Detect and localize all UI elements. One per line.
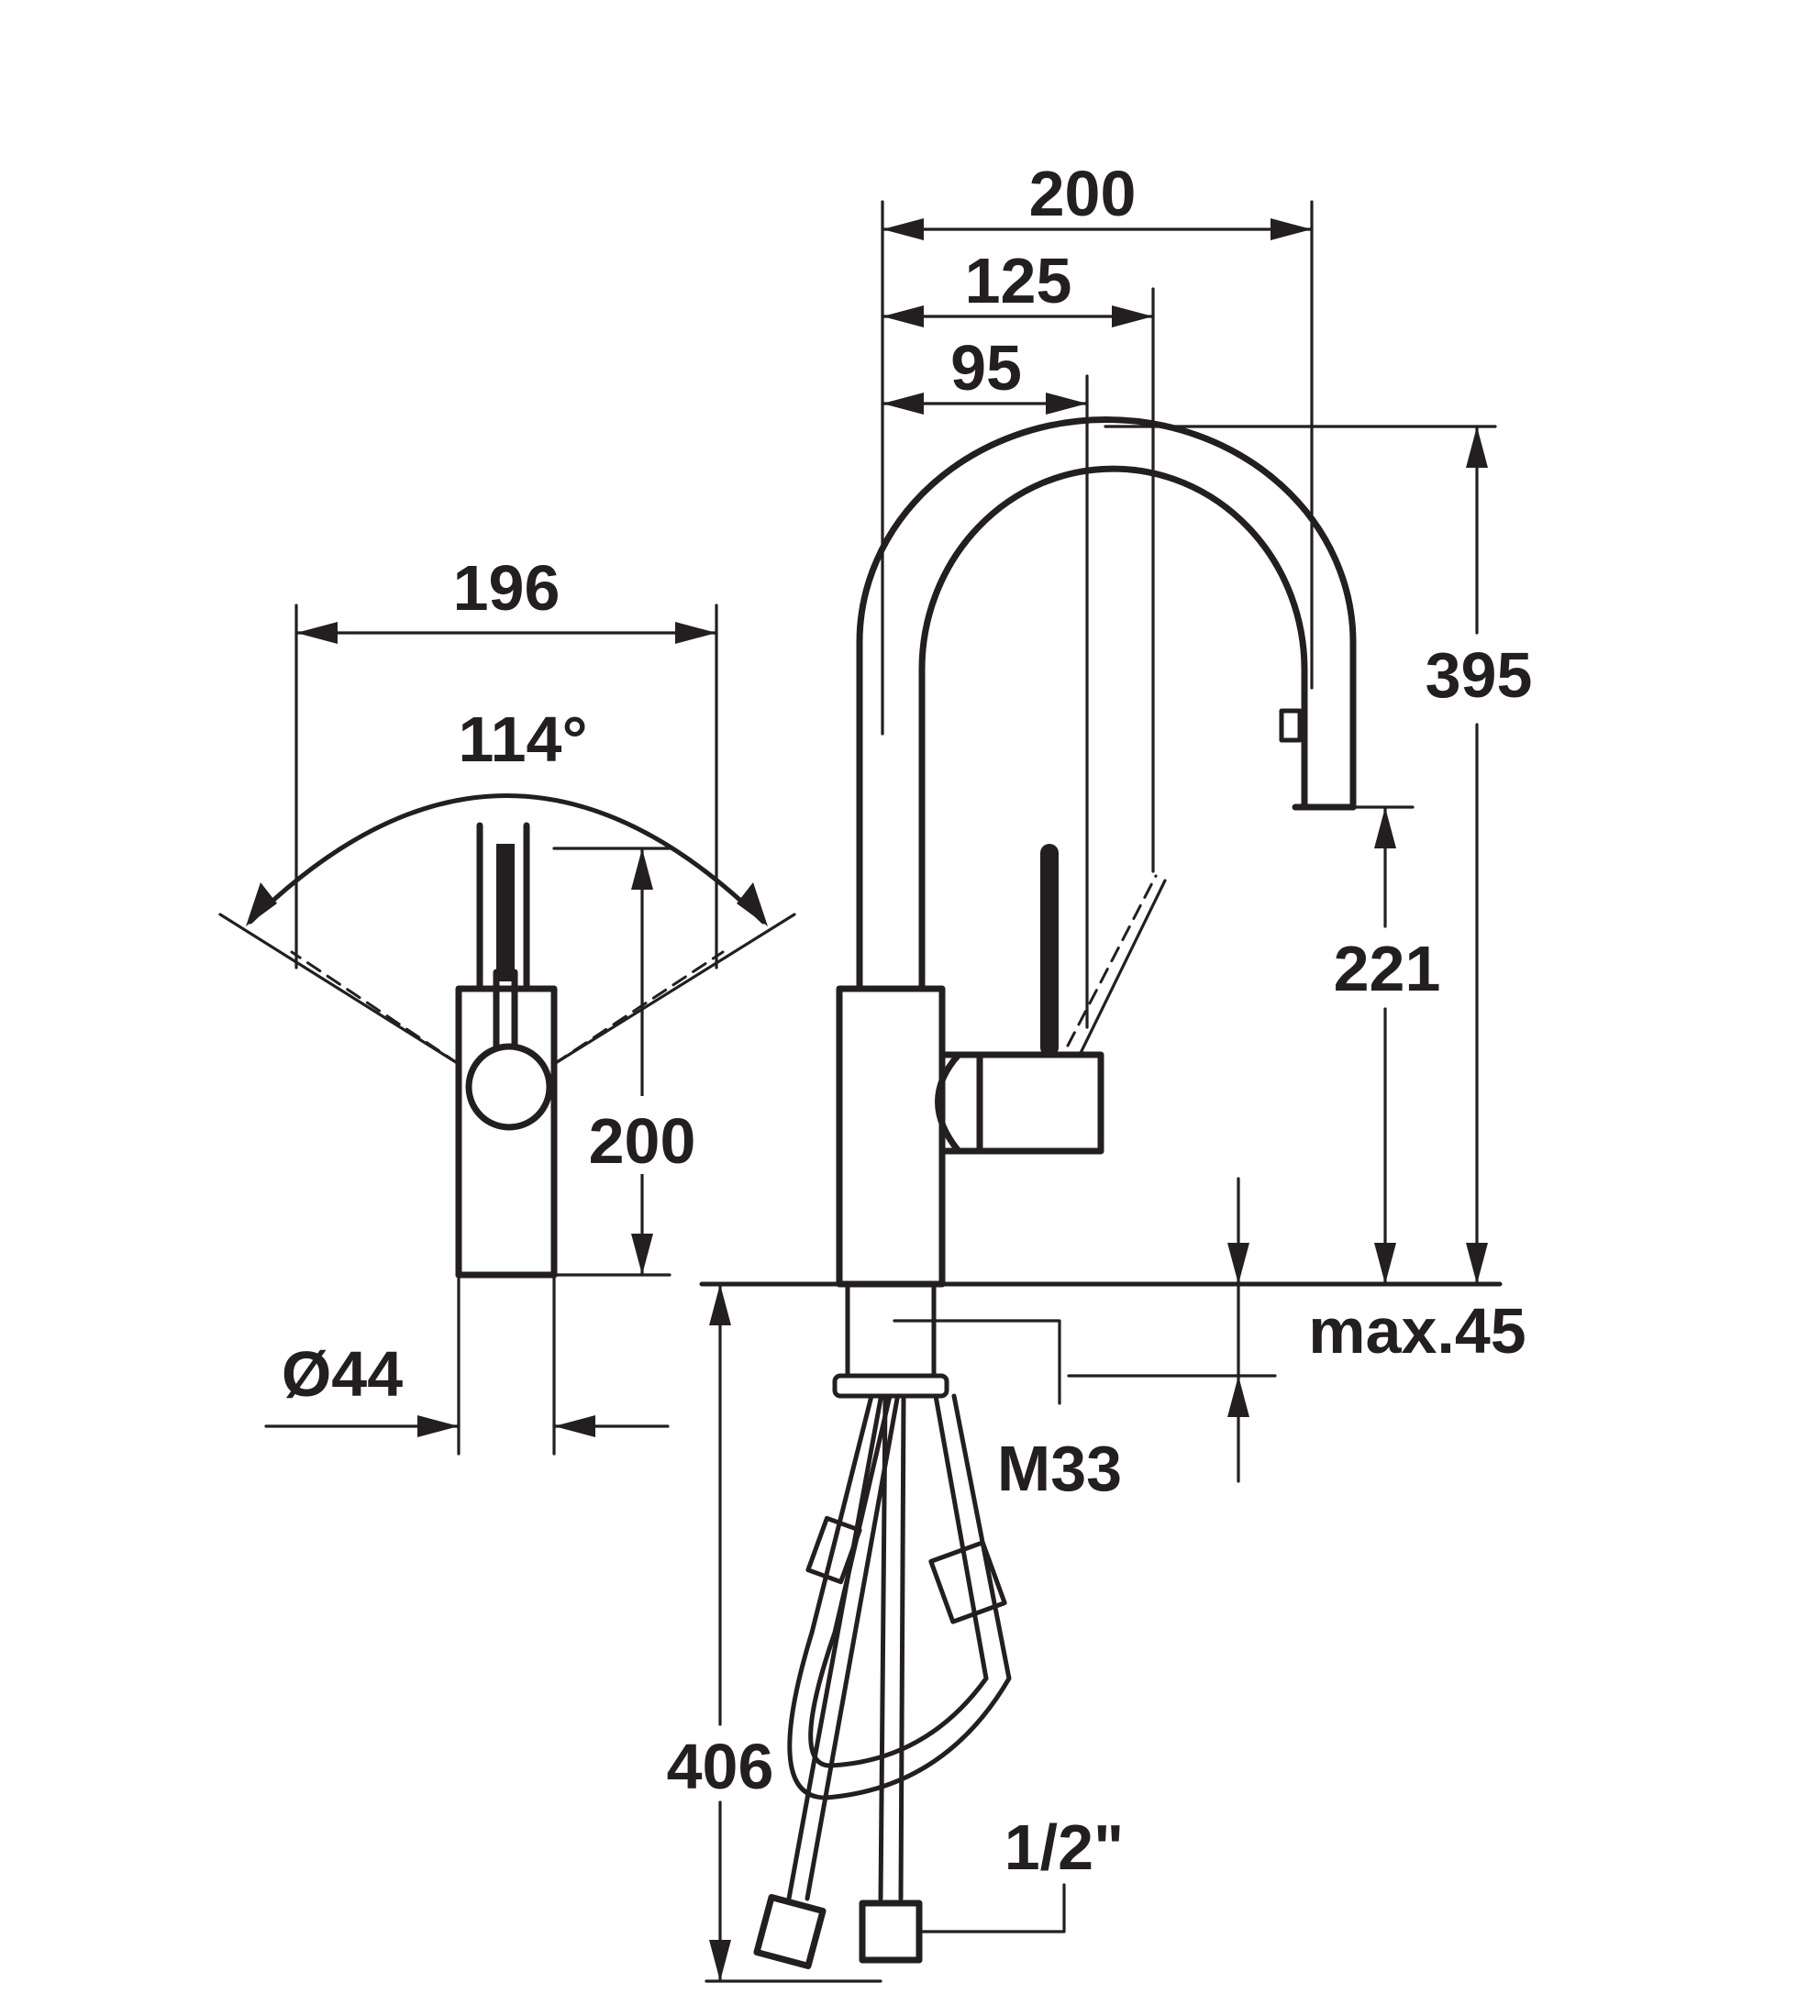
label-height-395: 395 <box>1426 639 1533 711</box>
supply-hose-right-inner <box>898 1396 906 1901</box>
spray-button <box>1279 708 1303 743</box>
dim395-arrow-top <box>1466 426 1488 468</box>
label-max-45: max.45 <box>1308 1295 1526 1367</box>
label-reach-125: 125 <box>965 245 1072 316</box>
swivel-ray-left <box>218 913 461 1066</box>
dim200v-arrow-top <box>631 848 653 890</box>
dim395-arrow-bottom <box>1466 1243 1488 1284</box>
pull-out-hose <box>787 1393 1012 1800</box>
hose-coupling-right <box>928 1540 1007 1624</box>
max45-arrow-bottom <box>1227 1376 1249 1417</box>
swivel-angle-arc <box>248 793 766 925</box>
side-lever-ghost-2 <box>1079 879 1167 1055</box>
connection-leader <box>917 1883 1066 1933</box>
label-thread: M33 <box>997 1433 1122 1504</box>
label-connection: 1/2" <box>1004 1811 1125 1883</box>
supply-hose-left <box>786 1396 883 1901</box>
label-196: 196 <box>453 552 560 624</box>
dim95-arrow-right <box>1046 393 1087 415</box>
label-hose-406: 406 <box>667 1731 774 1802</box>
front-lever-knob <box>496 844 515 981</box>
arc-arrow-left <box>246 882 277 926</box>
label-diameter: Ø44 <box>282 1338 403 1410</box>
hose-coupling-left <box>805 1515 862 1585</box>
dim406-arrow-top <box>709 1284 731 1325</box>
mounting-nut <box>832 1373 949 1399</box>
front-view: 196 114° 200 Ø44 <box>218 552 796 1456</box>
side-view: 200 125 95 395 221 max.45 M33 <box>667 158 1533 1983</box>
handle-housing-curve <box>935 1051 962 1155</box>
dim221-arrow-top <box>1374 807 1396 848</box>
side-lever-ghost <box>1066 874 1158 1047</box>
front-body <box>455 985 558 1279</box>
shank <box>845 1281 937 1379</box>
dim196-arrow-left <box>296 622 338 644</box>
arc-arrow-right <box>737 882 768 926</box>
label-spout-221: 221 <box>1334 933 1441 1004</box>
swivel-ray-right <box>552 913 796 1066</box>
spout-inner-arc <box>918 465 1308 673</box>
dim200h-arrow-right <box>1271 218 1312 240</box>
dim200h-arrow-left <box>882 218 924 240</box>
side-body <box>836 985 946 1288</box>
dim221-arrow-bottom <box>1374 1243 1396 1284</box>
dim200v-arrow-bottom <box>631 1234 653 1275</box>
dim196-arrow-right <box>675 622 716 644</box>
dim125-arrow-left <box>882 305 924 327</box>
connector-nut-left <box>753 1894 827 1969</box>
label-114-deg: 114° <box>459 703 588 775</box>
dim95-arrow-left <box>882 393 924 415</box>
label-lever-200: 200 <box>589 1105 696 1177</box>
dim200v-label-bg <box>587 1096 697 1174</box>
dim125-arrow-right <box>1112 305 1153 327</box>
connector-nut-right <box>859 1900 923 1964</box>
spout-outer-arc <box>856 415 1357 646</box>
label-reach-95: 95 <box>950 332 1022 404</box>
supply-hose-right <box>878 1396 888 1901</box>
dia-arrow-right <box>554 1415 595 1437</box>
front-handle-hub <box>465 1043 553 1131</box>
label-width-200: 200 <box>1029 158 1137 229</box>
dia-arrow-left <box>417 1415 459 1437</box>
dim406-arrow-bottom <box>709 1940 731 1981</box>
thread-leader <box>893 1319 1061 1405</box>
max45-arrow-top <box>1227 1243 1249 1284</box>
handle-housing <box>938 1051 1104 1155</box>
side-lever <box>1040 844 1059 1057</box>
